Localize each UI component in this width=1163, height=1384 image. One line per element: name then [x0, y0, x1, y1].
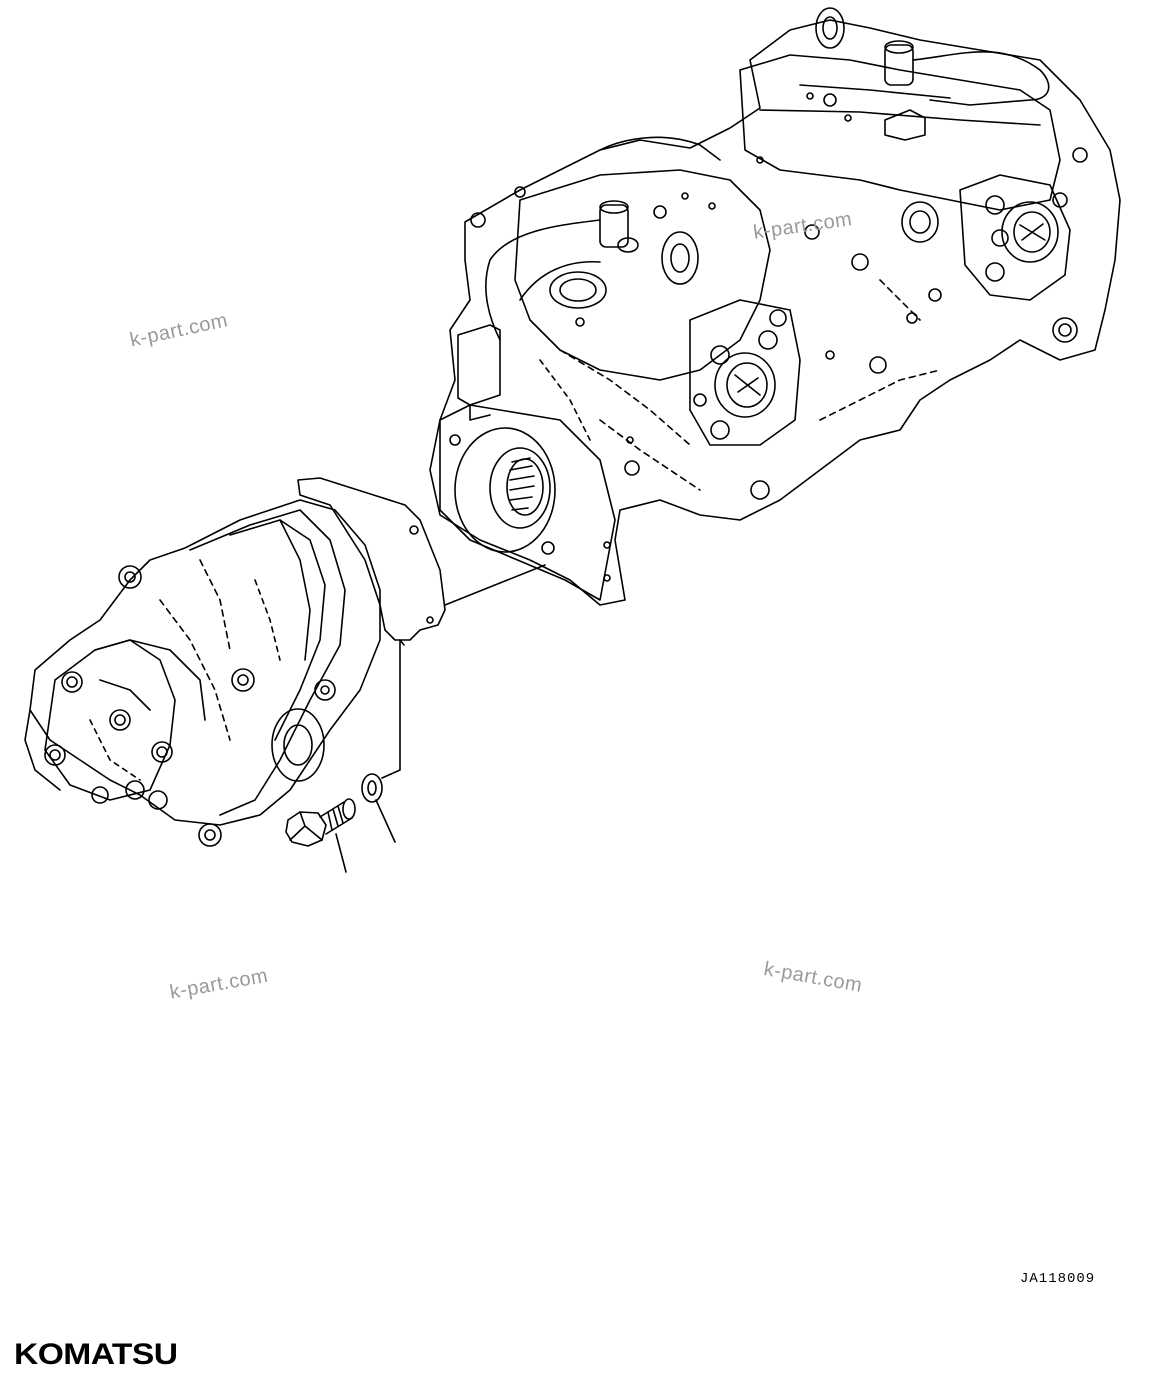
main-pump-assembly [430, 8, 1120, 605]
bolt-position-line [400, 640, 404, 645]
brand-logo: KOMATSU [14, 1338, 178, 1371]
washer-position-line [382, 640, 400, 778]
assembly-leader-line [445, 565, 545, 605]
drawing-code: JA118009 [1020, 1271, 1096, 1287]
washer [362, 774, 382, 802]
washer-callout-line [376, 800, 395, 842]
gear-pump-assembly [25, 478, 445, 846]
bolt-callout-line [336, 834, 346, 872]
mounting-bolt [286, 799, 355, 846]
